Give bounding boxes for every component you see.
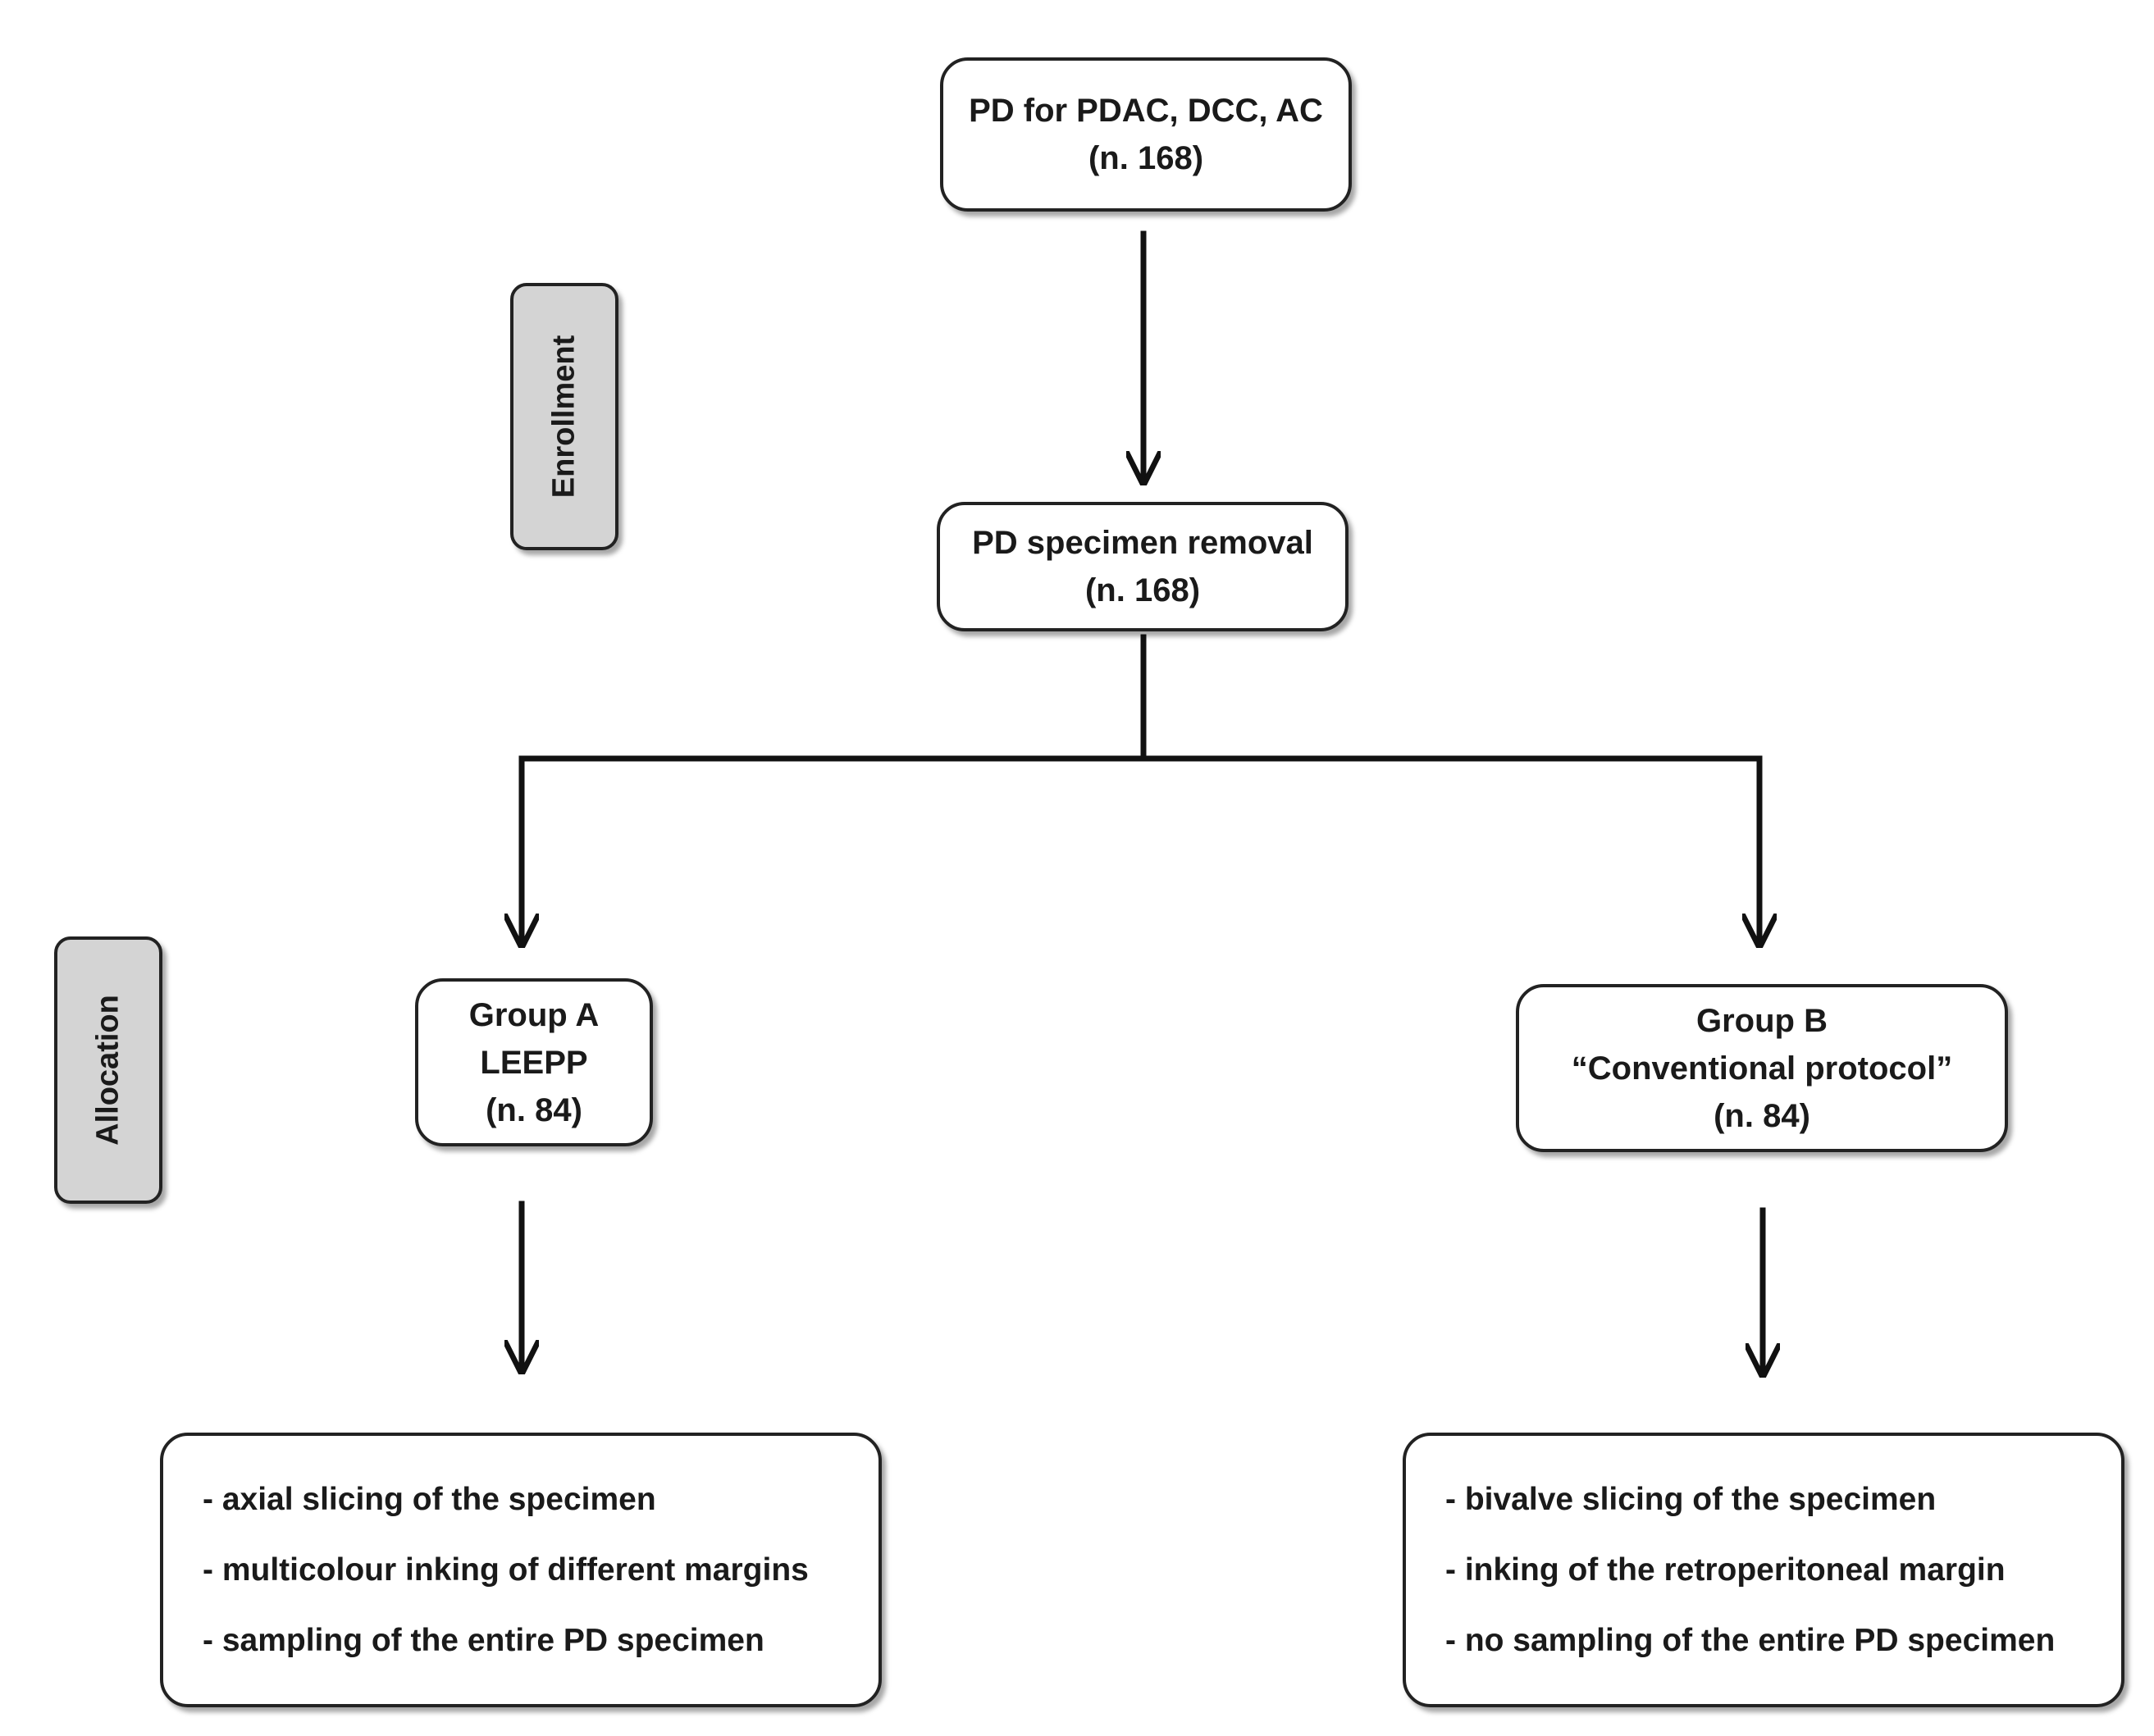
group-b-step: - bivalve slicing of the specimen <box>1445 1481 1937 1517</box>
group-a-step: - axial slicing of the specimen <box>203 1481 656 1517</box>
allocation-stage-label: Allocation <box>54 936 162 1204</box>
enrollment-stage-label: Enrollment <box>510 283 618 550</box>
removal-node: PD specimen removal (n. 168) <box>937 502 1349 631</box>
group-a-step: - sampling of the entire PD specimen <box>203 1622 764 1658</box>
allocation-text: Allocation <box>90 995 125 1146</box>
enrollment-text: Enrollment <box>546 335 582 499</box>
group-a-node: Group A LEEPP (n. 84) <box>415 978 653 1146</box>
group-b-step: - inking of the retroperitoneal margin <box>1445 1551 2006 1588</box>
group-b-step: - no sampling of the entire PD specimen <box>1445 1622 2056 1658</box>
group-b-count: (n. 84) <box>1714 1097 1810 1134</box>
group-b-node: Group B “Conventional protocol” (n. 84) <box>1516 984 2008 1152</box>
group-b-protocol-box: - bivalve slicing of the specimen - inki… <box>1403 1433 2124 1707</box>
group-a-step: - multicolour inking of different margin… <box>203 1551 809 1588</box>
group-a-title: Group A <box>468 996 600 1033</box>
group-a-count: (n. 84) <box>486 1091 582 1128</box>
group-b-protocol-name: “Conventional protocol” <box>1571 1050 1953 1087</box>
start-node: PD for PDAC, DCC, AC (n. 168) <box>940 57 1352 212</box>
group-b-title: Group B <box>1696 1002 1828 1039</box>
group-a-protocol-box: - axial slicing of the specimen - multic… <box>160 1433 882 1707</box>
start-node-count: (n. 168) <box>1088 140 1204 176</box>
start-node-title: PD for PDAC, DCC, AC <box>969 93 1323 129</box>
removal-node-count: (n. 168) <box>1084 572 1201 608</box>
removal-node-title: PD specimen removal <box>972 525 1313 561</box>
group-a-protocol-name: LEEPP <box>480 1044 588 1081</box>
